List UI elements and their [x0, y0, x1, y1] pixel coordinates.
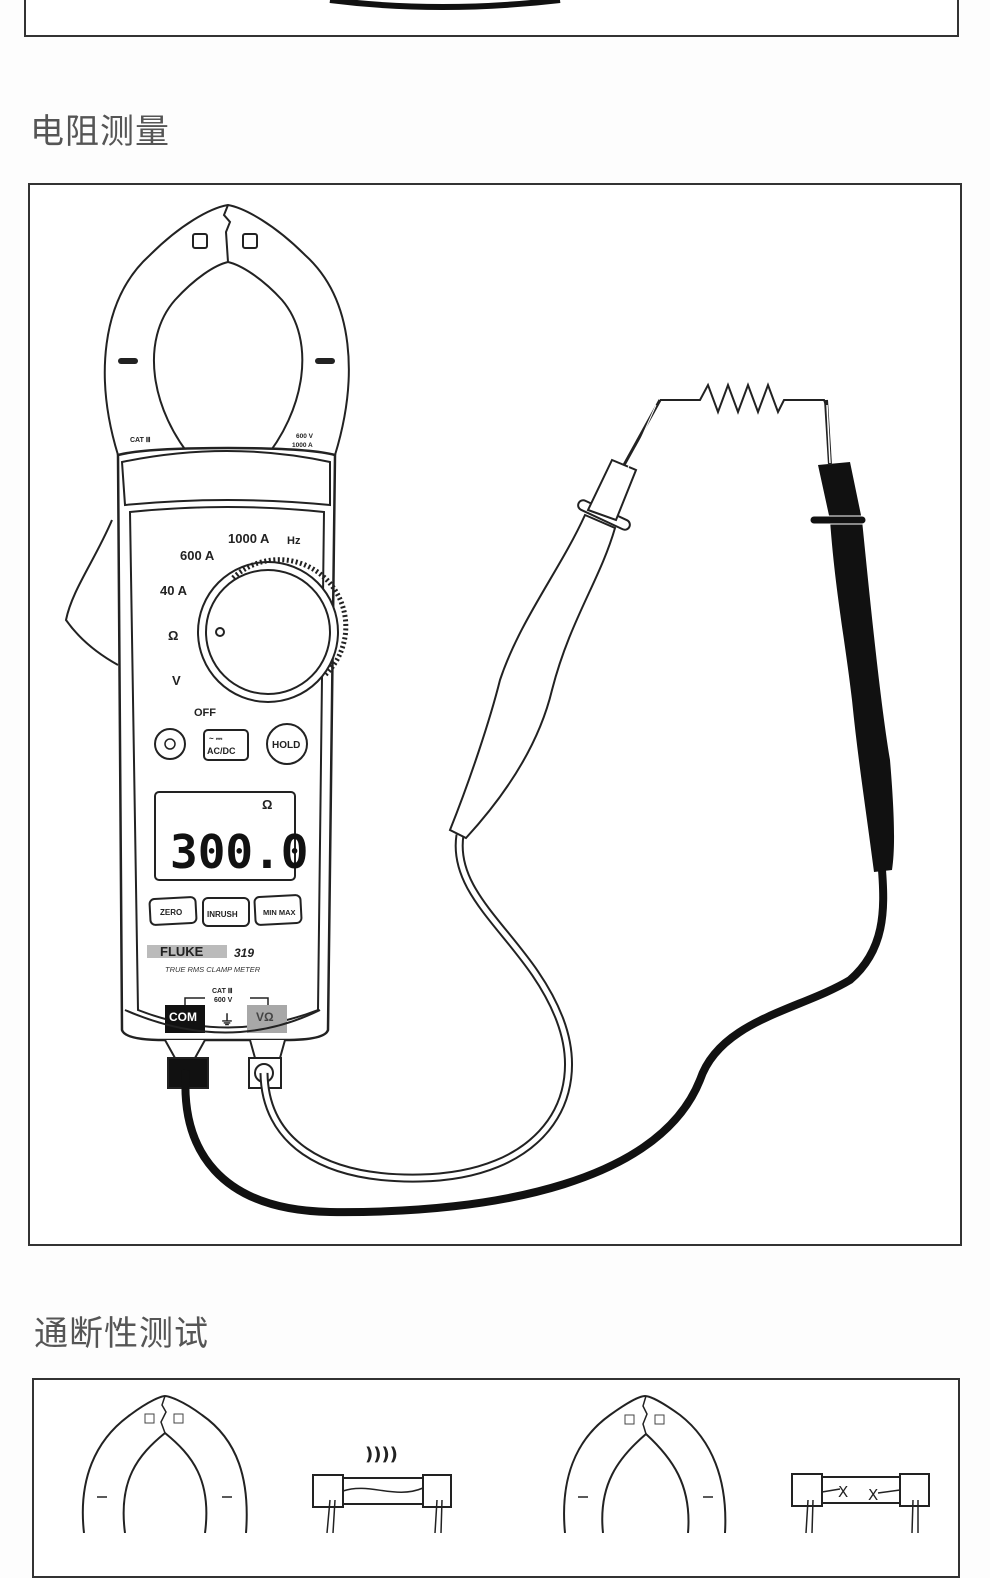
- display-unit: Ω: [262, 797, 272, 812]
- svg-text:ZERO: ZERO: [160, 908, 182, 917]
- dial-label-600a: 600 A: [180, 548, 215, 563]
- hold-button[interactable]: HOLD: [266, 723, 308, 765]
- acdc-button[interactable]: ~ ⎓ AC/DC: [203, 729, 249, 761]
- sun-icon: [164, 738, 176, 750]
- terminal-volt-label: 600 V: [214, 997, 233, 1004]
- black-test-lead-cable: [181, 869, 888, 1217]
- meter-subtitle: TRUE RMS CLAMP METER: [165, 965, 261, 974]
- inrush-button[interactable]: INRUSH: [202, 897, 250, 927]
- model-number: 319: [234, 946, 254, 960]
- backlight-button[interactable]: [154, 728, 186, 760]
- dial-label-ohm: Ω: [168, 628, 178, 643]
- svg-text:AC/DC: AC/DC: [207, 746, 236, 756]
- dial-label-hz: Hz: [287, 535, 301, 547]
- red-probe: [448, 513, 617, 840]
- jaw-cat-label: CAT Ⅲ: [130, 436, 151, 444]
- terminal-cat-label: CAT Ⅲ: [212, 987, 233, 995]
- ground-icon: ⏚: [220, 1012, 234, 1028]
- black-probe: [818, 462, 895, 872]
- jaw-volt-rating: 600 V: [296, 433, 314, 440]
- section-heading-resistance: 电阻测量: [30, 112, 170, 152]
- dial-label-off: OFF: [194, 707, 216, 719]
- svg-text:MIN MAX: MIN MAX: [263, 908, 296, 917]
- dial-label-volt: V: [172, 673, 181, 688]
- minmax-button[interactable]: MIN MAX: [253, 894, 303, 926]
- vohm-terminal-label: VΩ: [256, 1010, 274, 1024]
- svg-text:HOLD: HOLD: [272, 740, 300, 751]
- brand-logo: FLUKE: [160, 944, 204, 959]
- dial-label-40a: 40 A: [160, 583, 188, 598]
- lcd-display: Ω 300.0: [154, 791, 308, 881]
- previous-diagram-cable: [329, 0, 561, 10]
- rotary-dial[interactable]: [197, 557, 349, 703]
- com-terminal-label: COM: [169, 1010, 197, 1024]
- continuity-diagram-frame: [32, 1378, 960, 1578]
- svg-text:INRUSH: INRUSH: [207, 910, 238, 919]
- section-heading-continuity: 通断性测试: [34, 1314, 209, 1354]
- zero-button[interactable]: ZERO: [148, 896, 198, 926]
- jaw-amp-rating: 1000 A: [292, 442, 313, 449]
- svg-text:~ ⎓: ~ ⎓: [209, 734, 223, 743]
- resistor-symbol: [660, 382, 827, 415]
- display-value: 300.0: [170, 825, 308, 879]
- resistance-diagram: CAT Ⅲ 600 V 1000 A 1000 A Hz 600 A 40 A …: [64, 203, 895, 1217]
- dial-label-1000a: 1000 A: [228, 531, 270, 546]
